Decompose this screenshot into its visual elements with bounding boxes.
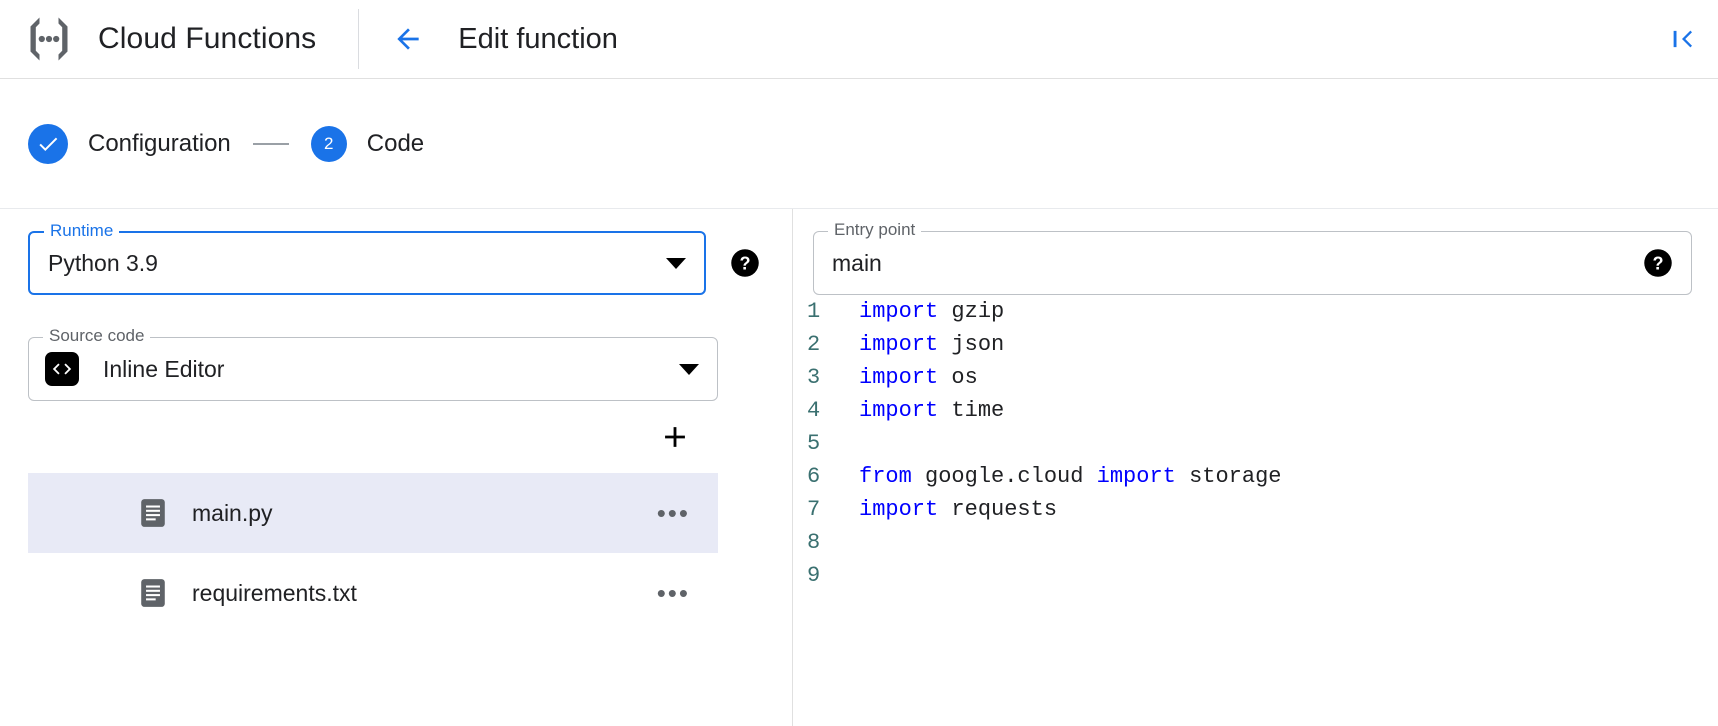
top-header-bar: Cloud Functions Edit function — [0, 0, 1718, 79]
file-icon — [140, 498, 166, 528]
header-divider — [358, 9, 360, 69]
code-text: import requests — [859, 493, 1057, 526]
help-icon[interactable]: ? — [1643, 248, 1673, 278]
code-identifier: google.cloud — [911, 464, 1097, 489]
cloud-functions-logo-icon — [22, 12, 76, 66]
line-number: 2 — [807, 332, 821, 357]
source-code-select[interactable]: Source code Inline Editor — [28, 327, 718, 401]
code-identifier: storage — [1175, 464, 1282, 489]
runtime-value: Python 3.9 — [48, 249, 158, 276]
page-title: Edit function — [458, 22, 618, 55]
step-configuration[interactable]: Configuration — [28, 123, 231, 164]
code-keyword: import — [859, 332, 939, 357]
code-text — [859, 559, 872, 592]
page-body: Runtime Python 3.9 ? Source code — [0, 209, 1718, 726]
runtime-label: Runtime — [44, 222, 120, 239]
add-file-icon[interactable] — [656, 418, 694, 456]
code-keyword: from — [859, 464, 912, 489]
entry-point-value: main — [832, 249, 882, 276]
entry-point-input[interactable]: Entry point main ? — [813, 221, 1692, 295]
code-brackets-icon — [45, 352, 79, 386]
code-identifier: requests — [938, 497, 1058, 522]
file-toolbar — [28, 401, 718, 473]
source-code-label: Source code — [43, 327, 151, 344]
code-keyword: import — [859, 497, 939, 522]
code-keyword: import — [859, 398, 939, 423]
more-options-icon[interactable]: ••• — [656, 498, 690, 528]
step-code[interactable]: 2 Code — [310, 125, 425, 162]
code-line: 1 import gzip — [807, 295, 1718, 328]
right-panel: Entry point main ? 1 import gzip 2 import j… — [792, 209, 1718, 726]
code-text — [859, 526, 872, 559]
code-text: import json — [859, 328, 1004, 361]
arrow-left-icon[interactable] — [391, 22, 425, 56]
line-number: 5 — [807, 431, 821, 456]
left-panel: Runtime Python 3.9 ? Source code — [0, 209, 770, 726]
code-identifier: json — [938, 332, 1005, 357]
step-code-label: Code — [366, 129, 425, 157]
code-editor[interactable]: 1 import gzip 2 import json 3 import os 4 impor… — [793, 295, 1718, 592]
wizard-stepper: Configuration 2 Code — [0, 79, 1718, 209]
step-connector — [252, 142, 289, 145]
svg-text:?: ? — [739, 254, 750, 274]
code-line: 7 import requests — [807, 493, 1718, 526]
line-number: 3 — [807, 365, 821, 390]
step-configuration-label: Configuration — [88, 129, 231, 157]
product-brand[interactable]: Cloud Functions — [0, 0, 316, 78]
code-text — [859, 427, 872, 460]
file-list: main.py ••• requirements.txt ••• — [28, 473, 718, 633]
source-code-value: Inline Editor — [103, 355, 225, 382]
runtime-row: Runtime Python 3.9 ? — [28, 222, 760, 295]
runtime-select[interactable]: Runtime Python 3.9 — [28, 222, 706, 295]
entry-point-wrap: Entry point main ? — [813, 221, 1692, 295]
collapse-panel-icon[interactable] — [1666, 22, 1700, 56]
code-text: import os — [859, 361, 978, 394]
file-name: requirements.txt — [192, 579, 357, 606]
svg-text:?: ? — [1652, 254, 1663, 274]
page-header: Edit function — [359, 22, 618, 56]
line-number: 8 — [807, 530, 821, 555]
line-number: 1 — [807, 299, 821, 324]
code-line: 4 import time — [807, 394, 1718, 427]
chevron-down-icon[interactable] — [679, 363, 699, 375]
line-number: 7 — [807, 497, 821, 522]
entry-point-label: Entry point — [828, 221, 922, 238]
code-keyword: import — [1096, 464, 1176, 489]
line-number: 9 — [807, 563, 821, 588]
line-number: 6 — [807, 464, 821, 489]
chevron-down-icon[interactable] — [666, 257, 686, 269]
more-options-icon[interactable]: ••• — [656, 578, 690, 608]
code-keyword: import — [859, 299, 939, 324]
file-name: main.py — [192, 499, 273, 526]
code-identifier: time — [938, 398, 1005, 423]
product-title: Cloud Functions — [98, 22, 317, 55]
code-line: 6 from google.cloud import storage — [807, 460, 1718, 493]
code-line: 3 import os — [807, 361, 1718, 394]
help-icon[interactable]: ? — [730, 248, 760, 278]
code-keyword: import — [859, 365, 939, 390]
step-complete-check-icon — [28, 123, 68, 164]
source-code-wrap: Source code Inline Editor — [28, 327, 718, 401]
file-icon — [140, 578, 166, 608]
file-row-main-py[interactable]: main.py ••• — [28, 473, 718, 553]
code-text: import gzip — [859, 295, 1004, 328]
code-line: 2 import json — [807, 328, 1718, 361]
code-identifier: gzip — [938, 299, 1005, 324]
code-identifier: os — [938, 365, 978, 390]
code-line: 9 — [807, 559, 1718, 592]
code-line: 5 — [807, 427, 1718, 460]
code-line: 8 — [807, 526, 1718, 559]
step-number-badge: 2 — [310, 125, 347, 162]
code-text: import time — [859, 394, 1004, 427]
file-row-requirements-txt[interactable]: requirements.txt ••• — [28, 553, 718, 633]
line-number: 4 — [807, 398, 821, 423]
code-text: from google.cloud import storage — [859, 460, 1282, 493]
